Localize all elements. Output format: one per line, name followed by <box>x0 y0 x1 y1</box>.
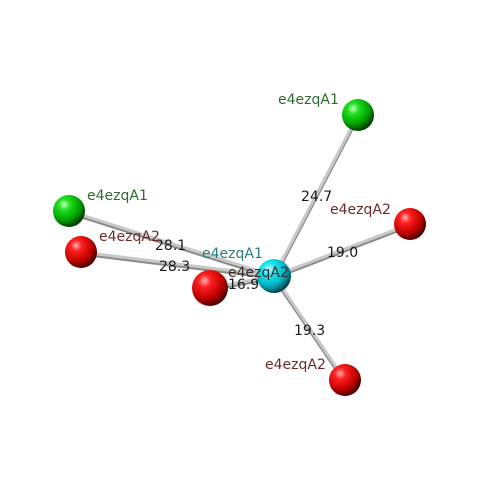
bond <box>272 113 360 278</box>
atom-label: e4ezqA2 <box>330 202 391 218</box>
distance-label: 19.0 <box>327 245 358 261</box>
atom-label: e4ezqA2 <box>265 357 326 373</box>
bond <box>272 222 412 278</box>
distance-label: 19.3 <box>294 323 325 339</box>
atom-center-cyan <box>257 259 291 293</box>
atom-label: e4ezqA1 <box>87 188 148 204</box>
atom-red <box>192 270 228 306</box>
labels-layer: 24.7 19.0 28.1 28.3 16.9 19.3 e4ezqA1 e4ezqA2 e4… <box>87 92 391 373</box>
center-label-main: e4ezqA2 <box>228 265 289 281</box>
atom-green <box>53 195 85 227</box>
bonds-layer <box>67 113 412 384</box>
atom-red <box>329 364 361 396</box>
distance-label: 24.7 <box>301 189 332 205</box>
atom-green <box>342 99 374 131</box>
atom-label: e4ezqA1 <box>278 92 339 108</box>
bond <box>79 250 276 278</box>
bond <box>67 209 276 278</box>
distance-label: 16.9 <box>228 277 259 293</box>
distance-label: 28.1 <box>155 238 186 254</box>
atom-red <box>394 208 426 240</box>
center-label-top: e4ezqA1 <box>202 246 263 262</box>
atom-red <box>65 236 97 268</box>
atom-label: e4ezqA2 <box>99 229 160 245</box>
atoms-layer <box>53 99 426 396</box>
distance-label: 28.3 <box>159 259 190 275</box>
bond <box>272 274 347 382</box>
